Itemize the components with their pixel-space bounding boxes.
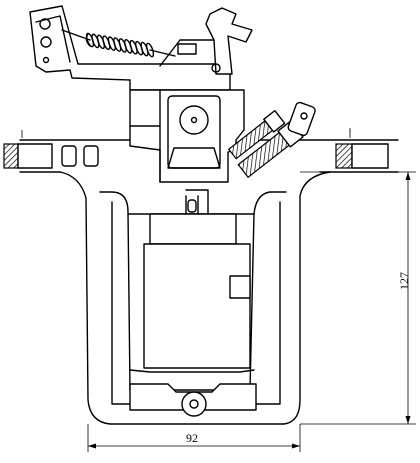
dimension-height-label: 127: [397, 272, 411, 290]
dimension-height: 127: [300, 171, 416, 425]
bottom-lug: [129, 383, 257, 417]
upper-housing: [129, 89, 245, 183]
handbrake-lever: [159, 7, 253, 75]
mounting-ear-left: [3, 130, 131, 173]
piston: [129, 189, 255, 373]
dimension-width-label: 92: [186, 431, 198, 445]
bleed-cap: [287, 101, 316, 137]
bracket-plate: [29, 5, 231, 91]
bleed-screw: [227, 109, 304, 179]
dimension-width: 92: [87, 424, 301, 452]
spring-coil: [145, 42, 155, 58]
return-spring: [61, 29, 176, 58]
